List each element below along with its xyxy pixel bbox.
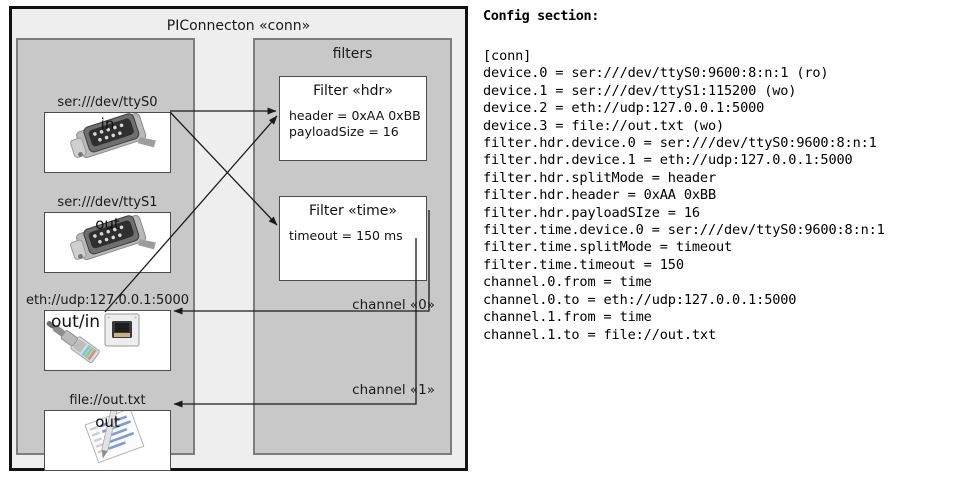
ethernet-connector-icon — [45, 311, 170, 370]
device-ttys0[interactable]: ser:///dev/ttyS0 in — [44, 94, 171, 173]
config-line: channel.0.from = time — [483, 274, 652, 291]
filters-group: filters Filter «hdr» header = 0xAA 0xBB … — [253, 38, 452, 455]
device-eth[interactable]: eth://udp:127.0.0.1:5000 out/in — [26, 292, 189, 371]
device-caption: ser:///dev/ttyS1 — [57, 195, 158, 210]
filter-property: timeout = 150 ms — [289, 228, 403, 243]
channel-0-label: channel «0» — [352, 297, 435, 313]
config-line: filter.time.timeout = 150 — [483, 256, 684, 273]
config-line: [conn] — [483, 48, 532, 64]
config-heading: Config section: — [483, 8, 599, 24]
device-file[interactable]: file://out.txt out — [44, 392, 171, 471]
device-direction-label: in — [100, 115, 115, 133]
config-line: channel.0.to = eth://udp:127.0.0.1:5000 — [483, 291, 797, 308]
config-lines: [conn]device.0 = ser:///dev/ttyS0:9600:8… — [483, 48, 885, 344]
filter-property: header = 0xAA 0xBB — [289, 108, 421, 123]
config-line: device.3 = file://out.txt (wo) — [483, 117, 725, 134]
device-direction-label: out — [95, 215, 120, 233]
device-box[interactable]: out — [44, 212, 171, 273]
config-line: filter.hdr.header = 0xAA 0xBB — [483, 187, 716, 204]
config-line: device.1 = ser:///dev/ttyS1:115200 (wo) — [483, 82, 797, 99]
config-line: filter.time.splitMode = timeout — [483, 239, 733, 256]
page-title: PIConnecton «conn» — [166, 18, 311, 34]
config-line: filter.hdr.splitMode = header — [483, 169, 716, 186]
device-direction-label: out — [95, 413, 120, 431]
device-box[interactable]: in — [44, 112, 171, 173]
text-file-icon — [45, 411, 170, 470]
device-ttys1[interactable]: ser:///dev/ttyS1 out — [44, 194, 171, 273]
device-caption: file://out.txt — [69, 393, 146, 408]
config-line: channel.1.to = file://out.txt — [483, 326, 716, 343]
diagram-panel: PIConnecton «conn» ser:///dev/ttyS0 in — [0, 0, 478, 484]
devices-group: ser:///dev/ttyS0 in — [16, 38, 195, 471]
config-line: channel.1.from = time — [483, 309, 652, 326]
device-caption: ser:///dev/ttyS0 — [57, 95, 158, 110]
device-caption: eth://udp:127.0.0.1:5000 — [25, 293, 190, 308]
device-box[interactable]: out — [44, 410, 171, 471]
config-line: filter.hdr.device.1 = eth://udp:127.0.0.… — [483, 152, 853, 169]
config-line: device.2 = eth://udp:127.0.0.1:5000 — [483, 100, 765, 117]
config-line: filter.hdr.device.0 = ser:///dev/ttyS0:9… — [483, 135, 877, 152]
filter-hdr[interactable]: Filter «hdr» header = 0xAA 0xBB payloadS… — [279, 76, 427, 161]
device-direction-label: out/in — [51, 312, 101, 332]
filter-properties: header = 0xAA 0xBB payloadSize = 16 — [280, 99, 426, 140]
config-line: filter.hdr.payloadSIze = 16 — [483, 204, 700, 221]
filters-group-title: filters — [332, 46, 373, 62]
filter-property: payloadSize = 16 — [289, 124, 399, 139]
filter-title: Filter «hdr» — [313, 83, 393, 99]
filter-time[interactable]: Filter «time» timeout = 150 ms — [279, 196, 427, 281]
channel-1-label: channel «1» — [352, 382, 435, 398]
filter-title: Filter «time» — [309, 203, 397, 219]
filter-properties: timeout = 150 ms — [280, 219, 426, 244]
config-panel: Config section: [conn]device.0 = ser:///… — [483, 0, 964, 484]
device-box[interactable]: out/in — [44, 310, 171, 371]
config-line: filter.time.device.0 = ser:///dev/ttyS0:… — [483, 222, 885, 239]
config-line: device.0 = ser:///dev/ttyS0:9600:8:n:1 (… — [483, 65, 829, 82]
